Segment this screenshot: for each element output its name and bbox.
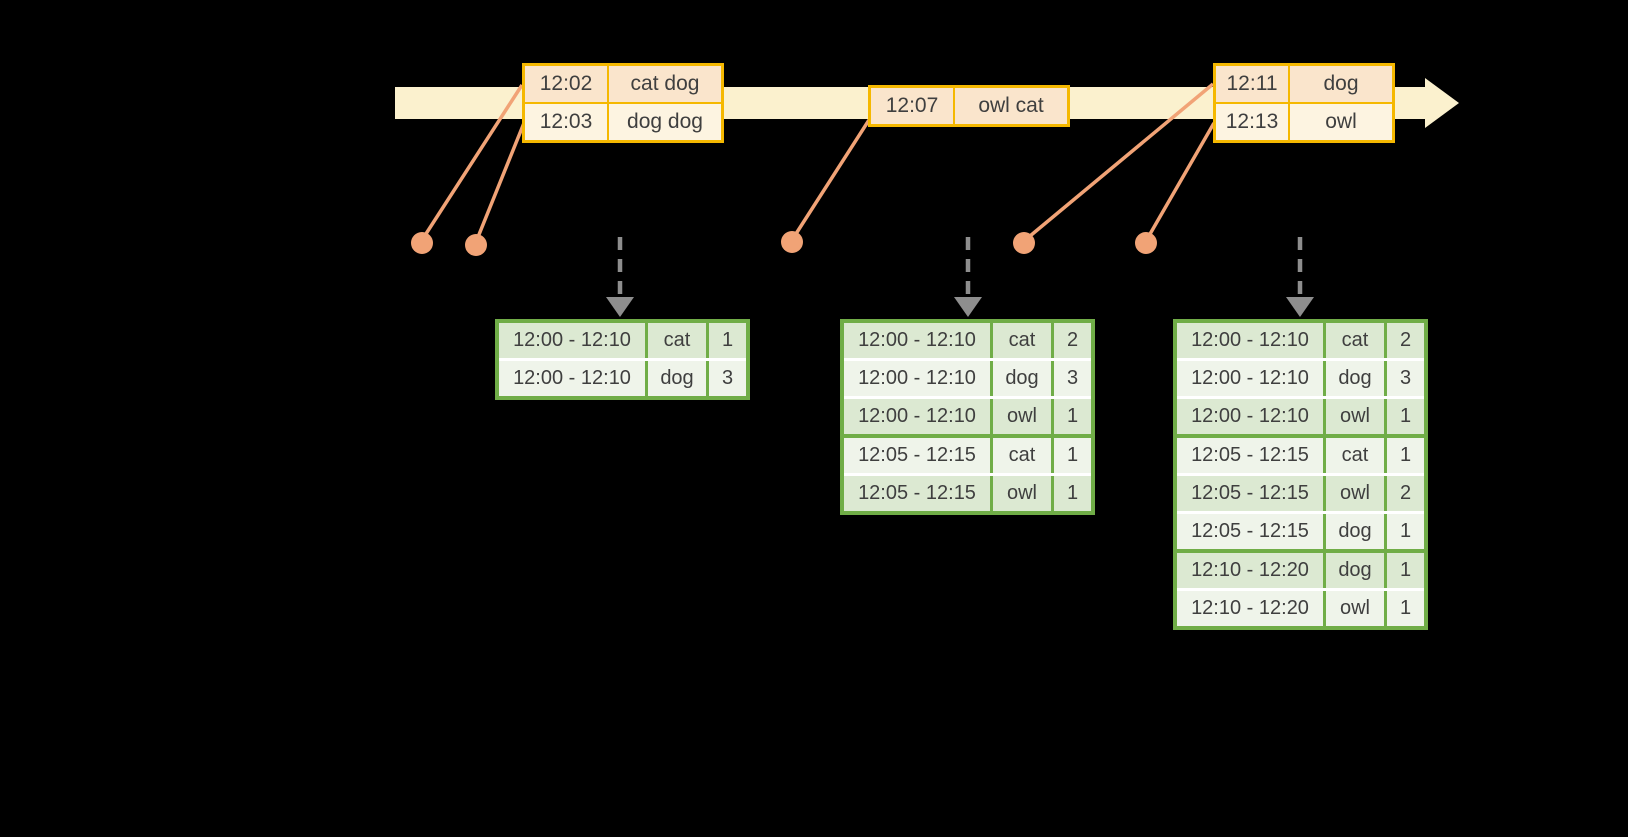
result-window-cell: 12:00 - 12:10 [1191, 329, 1309, 351]
trigger-arrowhead-icon [1286, 297, 1314, 317]
result-count-cell: 1 [1384, 399, 1424, 434]
result-window-cell: 12:00 - 12:10 [858, 367, 976, 389]
result-word-cell: cat [1323, 323, 1384, 358]
event-dot [1013, 232, 1035, 254]
result-window-cell: 12:05 - 12:15 [1191, 444, 1309, 466]
result-word-cell: owl [990, 476, 1051, 511]
result-count-cell: 1 [1051, 399, 1091, 434]
result-count-cell: 2 [1051, 323, 1091, 358]
result-word-cell: dog [1323, 553, 1384, 588]
result-word-cell: owl [1323, 399, 1384, 434]
connector-line [1144, 122, 1216, 242]
result-count-cell: 1 [1384, 553, 1424, 588]
table-row: 12:03 dog dog [525, 102, 721, 140]
result-word-cell: owl [990, 399, 1051, 434]
result-word-cell: dog [990, 361, 1051, 396]
result-word-cell: cat [990, 323, 1051, 358]
event-table-1211-1213: 12:11 dog 12:13 owl [1213, 63, 1395, 143]
table-row: 12:02 cat dog [525, 66, 721, 102]
result-word-cell: owl [1323, 476, 1384, 511]
result-window-cell: 12:00 - 12:10 [1191, 367, 1309, 389]
result-word-cell: dog [1323, 514, 1384, 549]
result-word-cell: cat [645, 323, 706, 358]
event-dot [465, 234, 487, 256]
connector-line [474, 122, 526, 243]
result-count-cell: 3 [1051, 361, 1091, 396]
result-count-cell: 3 [1384, 361, 1424, 396]
table-row: 12:07 owl cat [871, 88, 1067, 124]
result-window-cell: 12:10 - 12:20 [1191, 559, 1309, 581]
result-count-cell: 1 [706, 323, 746, 358]
event-words-cell: dog dog [607, 104, 721, 140]
result-window-cell: 12:00 - 12:10 [858, 329, 976, 351]
connector-line [1022, 82, 1215, 243]
timeline-arrowhead-icon [1425, 78, 1459, 128]
result-count-cell: 3 [706, 361, 746, 396]
result-word-cell: cat [990, 438, 1051, 473]
event-time-cell: 12:11 [1226, 72, 1278, 95]
event-time-cell: 12:13 [1225, 110, 1279, 133]
table-row: 12:13 owl [1216, 102, 1392, 140]
event-table-1207: 12:07 owl cat [868, 85, 1070, 127]
result-word-cell: dog [1323, 361, 1384, 396]
table-row: 12:11 dog [1216, 66, 1392, 102]
connector-line [420, 84, 524, 241]
event-time-cell: 12:03 [539, 110, 593, 133]
event-time-cell: 12:07 [885, 94, 939, 117]
event-time-cell: 12:02 [539, 72, 593, 95]
result-count-cell: 2 [1384, 476, 1424, 511]
result-window-cell: 12:10 - 12:20 [1191, 597, 1309, 619]
event-table-1202-1203: 12:02 cat dog 12:03 dog dog [522, 63, 724, 143]
result-count-cell: 1 [1051, 476, 1091, 511]
event-words-cell: dog [1288, 66, 1392, 102]
result-count-cell: 1 [1384, 514, 1424, 549]
result-window-cell: 12:00 - 12:10 [1191, 405, 1309, 427]
result-count-cell: 1 [1384, 591, 1424, 626]
result-window-cell: 12:05 - 12:15 [1191, 520, 1309, 542]
result-window-cell: 12:05 - 12:15 [1191, 482, 1309, 504]
connector-line [790, 119, 871, 241]
event-dot [1135, 232, 1157, 254]
result-window-cell: 12:05 - 12:15 [858, 444, 976, 466]
trigger-arrowhead-icon [606, 297, 634, 317]
event-words-cell: owl [1288, 104, 1392, 140]
result-word-cell: dog [645, 361, 706, 396]
result-window-cell: 12:05 - 12:15 [858, 482, 976, 504]
event-words-cell: cat dog [607, 66, 721, 102]
result-window-cell: 12:00 - 12:10 [513, 329, 631, 351]
trigger-arrowhead-icon [954, 297, 982, 317]
event-words-cell: owl cat [953, 88, 1067, 124]
result-window-cell: 12:00 - 12:10 [858, 405, 976, 427]
result-count-cell: 1 [1051, 438, 1091, 473]
result-count-cell: 2 [1384, 323, 1424, 358]
result-word-cell: owl [1323, 591, 1384, 626]
result-window-cell: 12:00 - 12:10 [513, 367, 631, 389]
result-count-cell: 1 [1384, 438, 1424, 473]
event-dot [781, 231, 803, 253]
event-dot [411, 232, 433, 254]
result-word-cell: cat [1323, 438, 1384, 473]
